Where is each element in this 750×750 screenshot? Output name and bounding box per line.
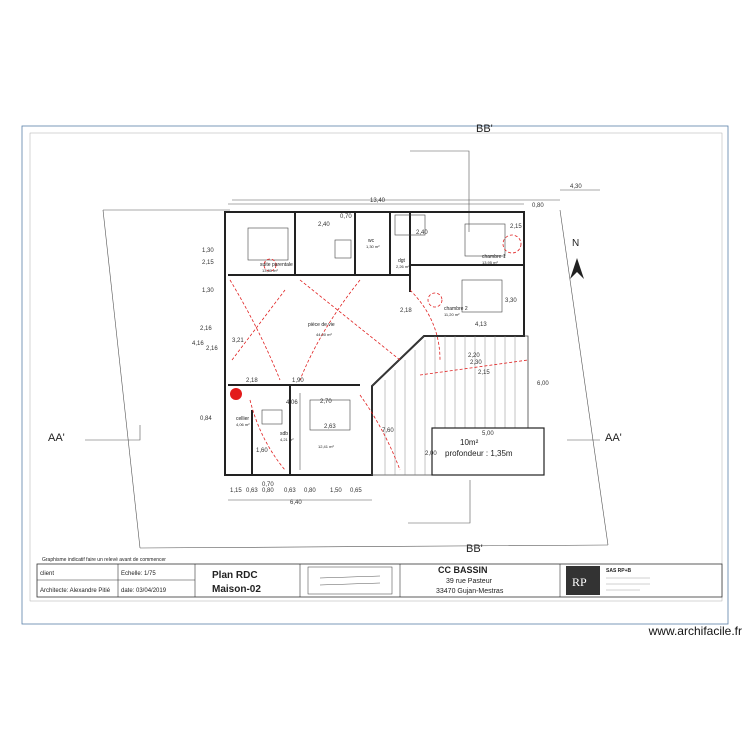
disclaimer-note: Graphisme indicatif faire un relevé avan…: [42, 557, 166, 563]
tb-address2: 33470 Gujan-Mestras: [436, 588, 504, 595]
room-cellier: cellier: [236, 416, 249, 422]
dim-d10: 4,06: [286, 400, 298, 406]
section-bb-bottom: BB': [466, 543, 483, 555]
room-degt: dgt: [398, 258, 406, 264]
pool-width: 5,00: [482, 431, 494, 437]
room-wc: wc: [368, 238, 375, 244]
dim-b6: 1,50: [330, 488, 342, 494]
dim-d18: 1,60: [256, 448, 268, 454]
dim-d11: 2,15: [478, 370, 490, 376]
room-cellier-area: 4,06 m²: [236, 422, 250, 427]
dim-d17: 3,30: [505, 298, 517, 304]
room-sdb: sdb: [280, 431, 288, 437]
section-aa-right: AA': [605, 432, 622, 444]
sheet-frame: [21, 125, 729, 625]
room-cuisine-area: 12,41 m²: [318, 444, 334, 449]
dim-b2: 0,63: [246, 488, 258, 494]
watermark[interactable]: www.archifacile.fr: [648, 624, 742, 638]
tb-project: CC BASSIN: [438, 565, 488, 575]
dim-d6: 1,90: [292, 378, 304, 384]
dim-d2: 2,40: [416, 230, 428, 236]
section-markers: BB' BB' AA' AA': [48, 123, 622, 555]
dim-d12: 2,20: [468, 353, 480, 359]
room-suite-area: 13,80 m²: [262, 268, 278, 273]
room-chambre2-area: 11,20 m²: [444, 312, 460, 317]
tb-address1: 39 rue Pasteur: [446, 578, 493, 585]
room-chambre2: chambre 2: [444, 306, 468, 312]
inner-frame: [29, 132, 723, 602]
dim-d7: 2,18: [400, 308, 412, 314]
room-chambre1-area: 13,95 m²: [482, 260, 498, 265]
north-label: N: [572, 238, 579, 249]
dim-left5: 4,16: [192, 341, 204, 347]
tb-date: date: 03/04/2019: [121, 588, 167, 594]
dim-d4: 2,15: [510, 224, 522, 230]
pool-depth: profondeur : 1,35m: [445, 449, 513, 458]
dim-d5: 2,18: [246, 378, 258, 384]
tb-agency: SAS RP+B: [606, 568, 632, 574]
tb-architect: Architecte: Alexandre Pitié: [40, 588, 111, 594]
room-piece-de-vie-area: 44,00 m²: [316, 332, 332, 337]
dim-top-total: 13,40: [370, 198, 386, 204]
room-piece-de-vie: pièce de vie: [308, 322, 335, 328]
dim-bottom-total: 6,40: [290, 500, 302, 506]
room-chambre1: chambre 1: [482, 254, 506, 260]
furniture: [247, 214, 506, 431]
section-aa-left: AA': [48, 432, 65, 444]
dim-d3: 0,70: [340, 214, 352, 220]
dimensions: 13,40 0,80 4,30 2,40 2,40 0,70 2,15 2,18…: [192, 184, 600, 506]
room-degt-area: 2,26 m²: [396, 264, 410, 269]
dim-top-right: 0,80: [532, 203, 544, 209]
dim-d1: 2,40: [318, 222, 330, 228]
dim-left7: 2,16: [206, 346, 218, 352]
tb-title2: Maison-02: [212, 584, 261, 595]
room-wc-area: 1,30 m²: [366, 244, 380, 249]
pool-height: 2,00: [425, 451, 437, 457]
tb-title1: Plan RDC: [212, 570, 258, 581]
dim-d9: 2,63: [324, 424, 336, 430]
pool-area: 10m²: [460, 438, 479, 447]
room-sdb-area: 4,21 m²: [280, 437, 294, 442]
dim-left3: 1,30: [202, 288, 214, 294]
dim-d16: 6,00: [537, 381, 549, 387]
dim-d8: 2,70: [320, 399, 332, 405]
dim-b8: 0,70: [262, 482, 274, 488]
dim-b3: 0,80: [262, 488, 274, 494]
red-annotations: [229, 234, 529, 471]
location-marker[interactable]: [230, 388, 242, 400]
tb-logo: [566, 566, 600, 595]
dim-left8: 3,21: [232, 338, 244, 344]
dim-b4: 0,63: [284, 488, 296, 494]
plot-boundary: [102, 199, 609, 549]
dim-b7: 0,65: [350, 488, 362, 494]
room-labels: suite parentale 13,80 m² pièce de vie 44…: [236, 238, 506, 449]
title-block: client Echelle: 1/75 Architecte: Alexand…: [36, 563, 723, 598]
dim-left6: 0,84: [200, 416, 212, 422]
dim-left1: 1,30: [202, 248, 214, 254]
dim-b1: 1,15: [230, 488, 242, 494]
section-bb-top: BB': [476, 123, 493, 135]
dim-d15: 7,60: [382, 428, 394, 434]
dim-d13: 2,30: [470, 360, 482, 366]
pool: 10m² profondeur : 1,35m 5,00 2,00: [425, 427, 545, 476]
tb-logo-text: RP: [572, 575, 587, 589]
tb-scale: Echelle: 1/75: [121, 571, 156, 577]
dim-right-offset: 4,30: [570, 184, 582, 190]
north-arrow: N: [570, 238, 584, 279]
dim-b5: 0,80: [304, 488, 316, 494]
room-suite: suite parentale: [260, 262, 293, 268]
dim-left2: 2,15: [202, 260, 214, 266]
dim-left4: 2,16: [200, 326, 212, 332]
tb-client: client: [40, 571, 54, 577]
dim-d14: 4,13: [475, 322, 487, 328]
tb-stamp: [307, 566, 393, 595]
